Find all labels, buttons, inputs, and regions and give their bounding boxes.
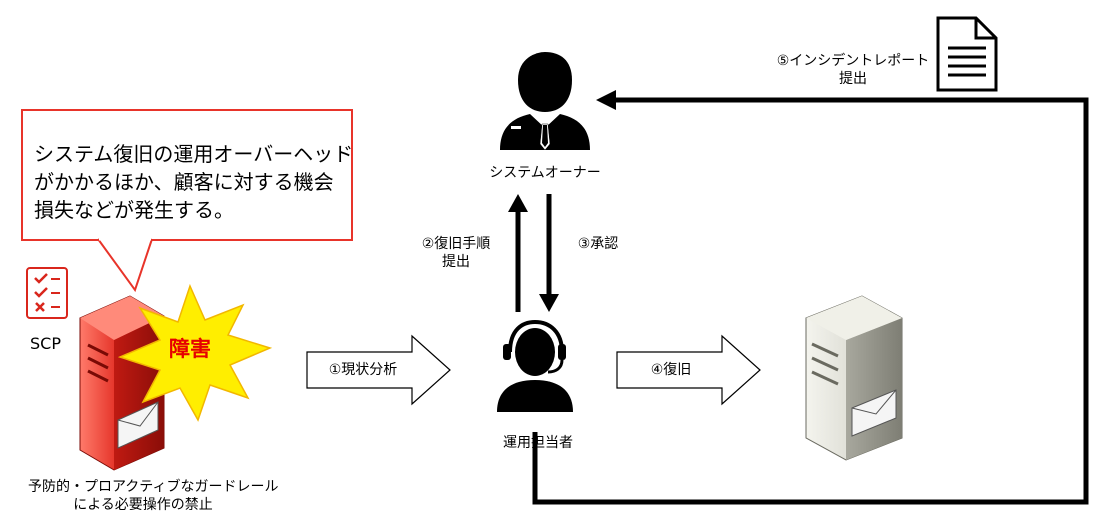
guardrail-line: による必要操作の禁止 bbox=[73, 497, 213, 513]
submit-procedure-label: ②復旧手順 提出 bbox=[406, 235, 506, 271]
callout-line: がかかるほか、顧客に対する機会 bbox=[34, 170, 334, 194]
system-owner-icon bbox=[500, 52, 590, 151]
report-line: 提出 bbox=[839, 71, 867, 87]
gray-server-icon bbox=[805, 295, 903, 461]
guardrail-label: 予防的・プロアクティブなガードレール による必要操作の禁止 bbox=[28, 478, 279, 514]
report-line: ⑤インシデントレポート bbox=[776, 53, 930, 69]
incident-burst-icon bbox=[117, 283, 273, 422]
callout-line: システム復旧の運用オーバーヘッド bbox=[34, 142, 354, 166]
callout-text: システム復旧の運用オーバーヘッド がかかるほか、顧客に対する機会 損失などが発生… bbox=[34, 140, 354, 224]
incident-burst-label: 障害 bbox=[169, 337, 211, 361]
checklist-icon bbox=[26, 267, 68, 319]
scp-label: SCP bbox=[30, 334, 61, 353]
system-owner-label: システムオーナー bbox=[489, 165, 601, 181]
guardrail-line: 予防的・プロアクティブなガードレール bbox=[28, 479, 279, 495]
analysis-label: ①現状分析 bbox=[328, 362, 398, 378]
callout-bubble bbox=[21, 109, 353, 293]
analysis-arrow bbox=[306, 334, 451, 406]
callout-line: 損失などが発生する。 bbox=[34, 198, 234, 222]
submit-procedure-arrow bbox=[508, 194, 528, 312]
approve-arrow bbox=[539, 194, 559, 312]
submit-procedure-line: ②復旧手順 bbox=[421, 236, 491, 252]
document-icon bbox=[936, 16, 998, 92]
submit-procedure-line: 提出 bbox=[442, 254, 470, 270]
recover-arrow bbox=[616, 334, 761, 406]
approve-label: ③承認 bbox=[577, 236, 619, 252]
operator-label: 運用担当者 bbox=[503, 435, 573, 451]
operator-icon bbox=[497, 319, 573, 412]
report-loop-arrow bbox=[532, 90, 1089, 505]
recover-label: ④復旧 bbox=[650, 362, 692, 378]
report-label: ⑤インシデントレポート 提出 bbox=[768, 52, 938, 88]
